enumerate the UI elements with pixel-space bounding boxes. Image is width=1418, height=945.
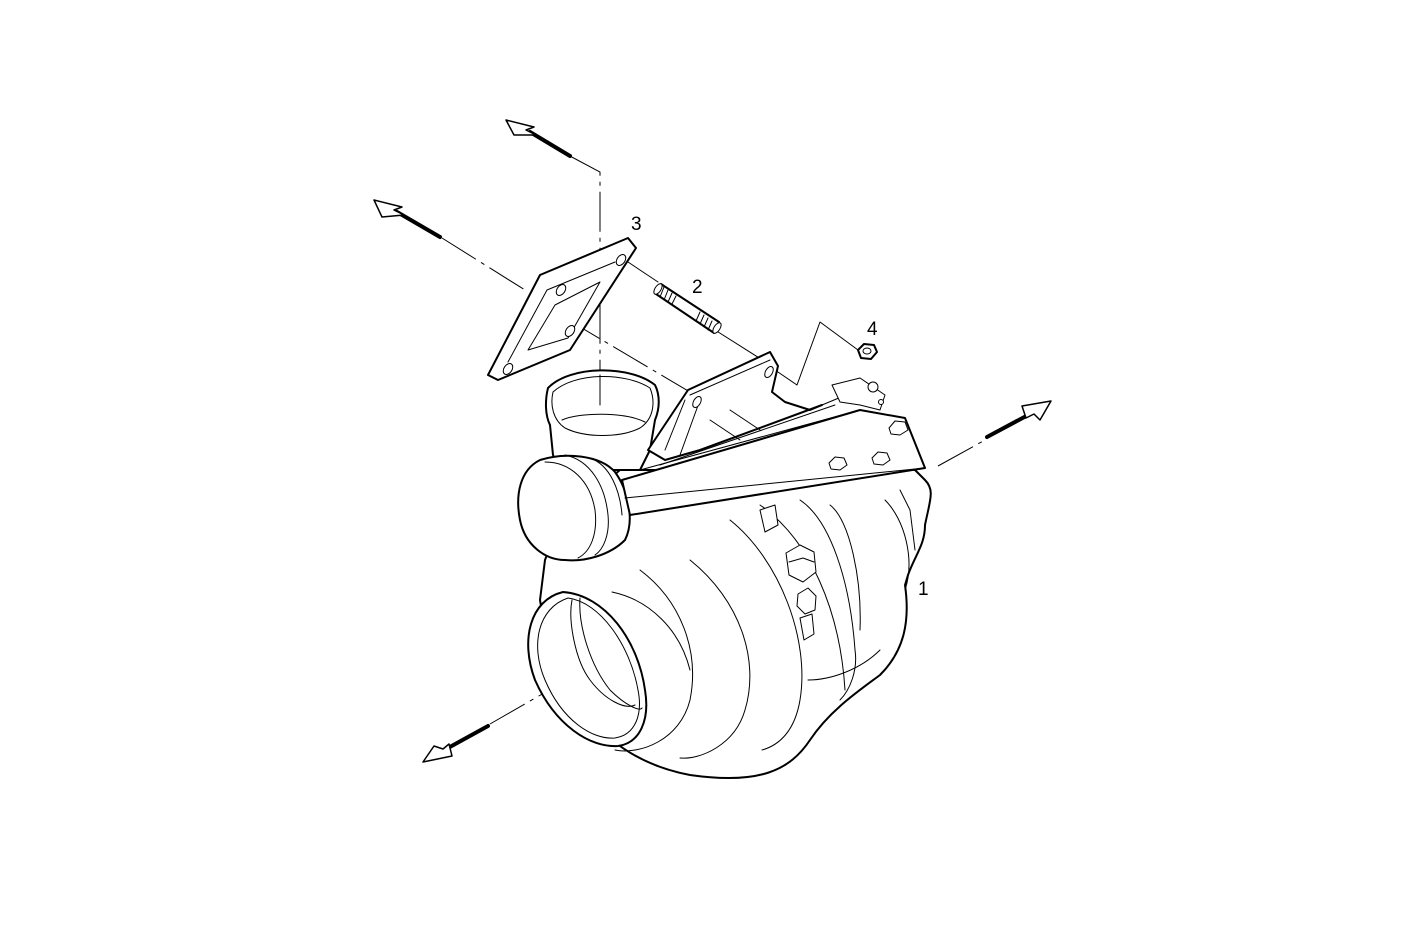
arrow-lower-left: [422, 724, 490, 763]
actuator-bracket: [621, 377, 926, 516]
turbine-flange: [647, 351, 823, 461]
wastegate-actuator: [517, 454, 631, 562]
turbine-inlet-pipe: [544, 369, 660, 471]
arrow-upper-left-1: [505, 119, 572, 158]
center-lines: [441, 154, 986, 725]
compressor-inlet: [527, 591, 691, 748]
gasket: [487, 237, 637, 381]
arrow-right: [985, 400, 1052, 439]
callout-2-stud: 2: [692, 277, 703, 298]
stud: [653, 283, 722, 334]
nut: [857, 343, 878, 360]
arrow-upper-left-2: [373, 199, 442, 239]
callout-1-turbocharger: 1: [918, 579, 929, 600]
callout-3-gasket: 3: [631, 214, 642, 235]
callout-4-nut: 4: [867, 319, 878, 340]
